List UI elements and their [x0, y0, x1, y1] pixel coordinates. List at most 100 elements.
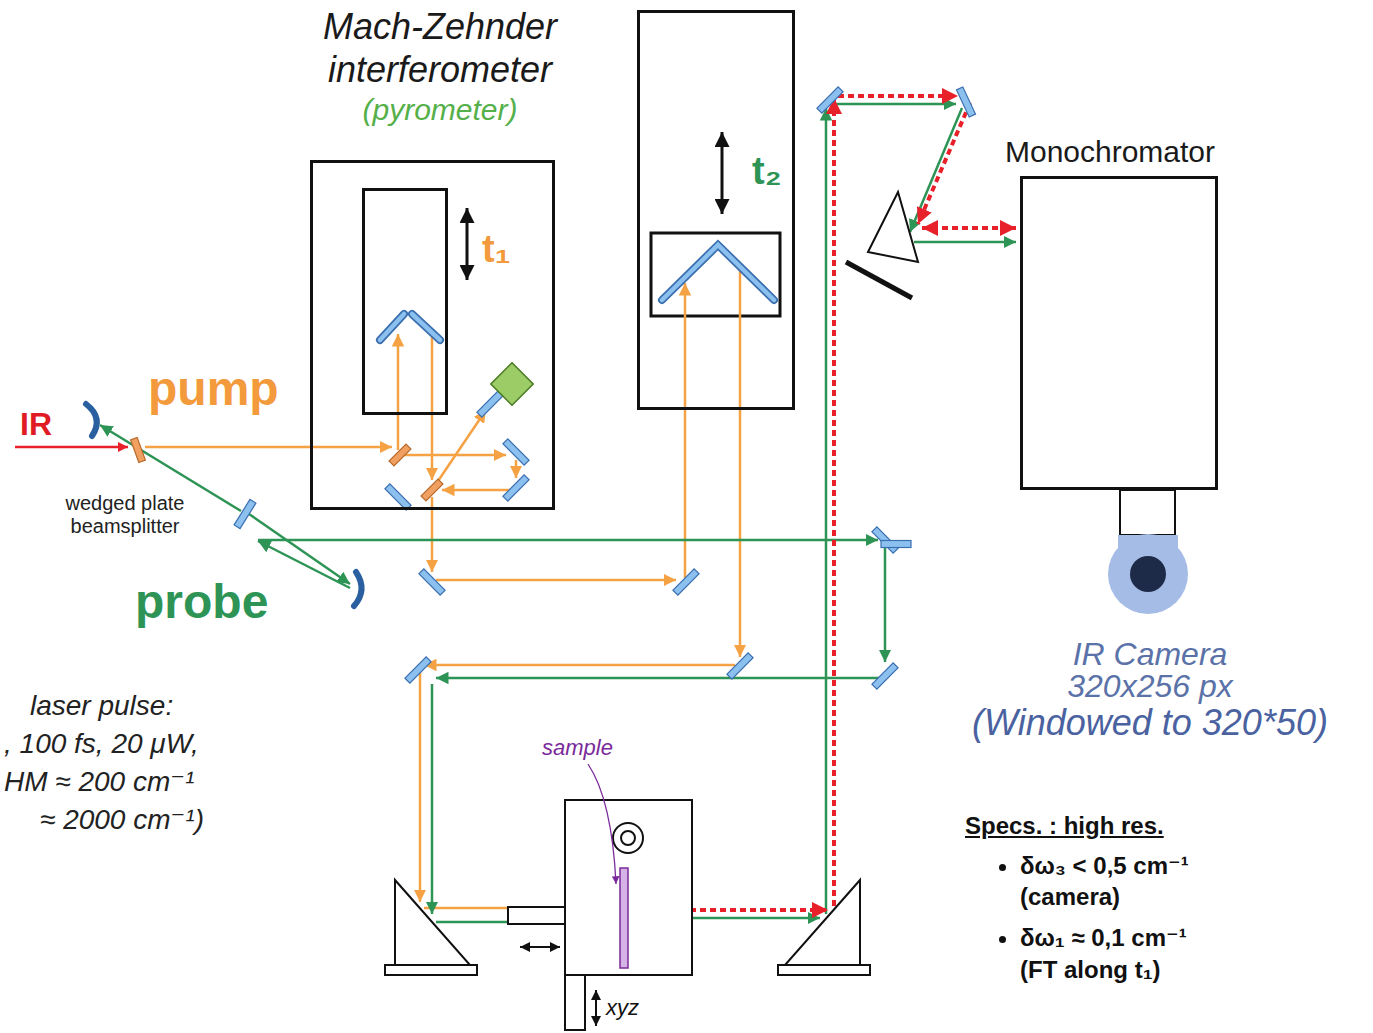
delay-arrows: [467, 132, 722, 280]
monochromator-box: Monochromator: [975, 135, 1245, 495]
mirrors: [872, 663, 898, 689]
mirrors: [405, 657, 431, 683]
camera: IR Camera 320x256 px(Windowed to 320*50): [930, 490, 1370, 750]
prisms: [385, 192, 918, 975]
pyrometer-detector: [491, 363, 533, 405]
pulse-note: , 100 fs, 20 μW,: [4, 728, 199, 760]
spec-item: δω₁ ≈ 0,1 cm⁻¹ (FT along t₁): [1020, 922, 1215, 984]
sample-plate: [588, 764, 616, 884]
retroreflectors: [380, 245, 774, 340]
sample-stage: [621, 831, 635, 845]
prisms: [778, 965, 870, 975]
pulse-note: laser pulse:: [30, 690, 173, 722]
sample-stage: [613, 823, 643, 853]
red-signal-beam: [15, 446, 128, 449]
beamsplitters: [421, 479, 443, 501]
orange-pump-beam: [442, 489, 512, 492]
green-probe-beam: [249, 514, 350, 584]
green-probe-beam: [258, 539, 878, 542]
component-label: wedged plate beamsplitter: [50, 492, 200, 538]
delay-arrows: [721, 132, 724, 214]
camera-note: (Windowed to 320*50): [930, 702, 1370, 743]
mirrors: [881, 541, 911, 548]
box-outline: [362, 188, 448, 415]
orange-pump-beam: [397, 334, 400, 450]
prisms: [395, 880, 470, 965]
box-outline: [637, 10, 795, 410]
beam-label: probe: [135, 578, 268, 626]
green-probe-beam: [431, 684, 434, 914]
beamsplitters: [131, 438, 443, 501]
delay-stage-box: t₁: [362, 188, 448, 415]
pulse-note: ≈ 2000 cm⁻¹): [40, 804, 204, 836]
red-signal-beam: [838, 94, 958, 98]
mirrors: [817, 87, 843, 113]
delay-stage-box: t₂: [637, 10, 795, 410]
box-subtitle: (pyrometer): [280, 93, 600, 128]
mirrors: [234, 499, 256, 528]
green-probe-beam: [884, 544, 887, 662]
mirrors: [673, 569, 699, 595]
retroreflectors: [380, 314, 440, 340]
sample-stage: [565, 975, 585, 1030]
axis-label: xyz: [606, 995, 639, 1020]
retroreflectors: [662, 245, 774, 300]
camera-body: [1130, 556, 1166, 592]
delay-stage-carriage: [651, 233, 780, 316]
beamsplitters: [389, 444, 411, 466]
beam-label: IR: [20, 408, 52, 440]
orange-pump-beam: [515, 460, 518, 478]
prisms: [868, 192, 918, 262]
red-signal-beam: [922, 226, 1016, 230]
red-signal-beam: [918, 103, 970, 224]
pulse-note: HM ≈ 200 cm⁻¹: [4, 766, 194, 798]
orange-pump-beam: [424, 664, 735, 667]
red-signal-beam: [832, 98, 836, 906]
mirrors: [503, 475, 529, 501]
prisms: [385, 965, 477, 975]
mirrors: [503, 439, 529, 465]
curved-mirrors: [86, 404, 97, 436]
mirrors: [419, 569, 445, 595]
mirrors: [727, 653, 753, 679]
camera-body: [1108, 490, 1188, 614]
delay-label: t₁: [482, 228, 510, 272]
sample-stage: [508, 800, 692, 1030]
sample-plate: [620, 868, 628, 968]
mirrors: [956, 87, 975, 117]
delay-label: t₂: [752, 150, 782, 194]
interferometer-box: Mach-Zehnder interferometer(pyrometer)t₁: [280, 5, 600, 510]
mirrors: [234, 87, 975, 689]
camera-label: IR Camera 320x256 px: [1040, 638, 1260, 702]
sample-stage: [565, 800, 692, 975]
camera-body: [1118, 535, 1178, 549]
orange-pump-beam: [436, 410, 486, 484]
spec-item: δω₃ < 0,5 cm⁻¹ (camera): [1020, 850, 1215, 912]
camera-body: [1120, 490, 1175, 535]
green-probe-beam: [258, 541, 350, 588]
green-probe-beam: [825, 108, 828, 914]
box-outline: [1020, 176, 1218, 491]
beamsplitters: [131, 438, 146, 463]
delay-arrows: [466, 208, 469, 280]
camera-body: [1108, 534, 1188, 614]
mirrors: [477, 391, 503, 417]
sample-stage: [520, 946, 560, 948]
orange-pump-beam: [739, 270, 742, 657]
orange-pump-beam: [436, 579, 676, 582]
box-title: Monochromator: [975, 135, 1245, 170]
prisms: [846, 262, 912, 298]
green-probe-beam: [910, 108, 962, 232]
beam-label: pump: [148, 365, 279, 413]
orange-pump-beam: [419, 672, 422, 902]
mirrors: [385, 484, 411, 510]
sample-stage: [508, 907, 565, 924]
pyrometer-detector: [491, 363, 533, 405]
green-probe-beam: [914, 241, 1016, 244]
green-probe-beam: [436, 677, 880, 680]
orange-pump-beam: [431, 332, 434, 480]
stage-outlines: [651, 233, 780, 316]
curved-mirrors: [354, 572, 362, 606]
orange-pump-beam: [145, 446, 392, 449]
